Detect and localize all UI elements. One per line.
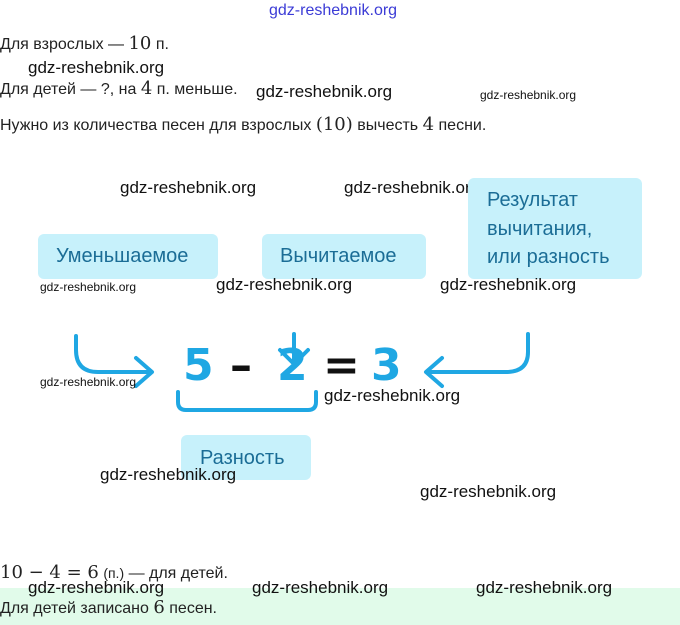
text: Для взрослых — [0, 36, 125, 53]
arrow-subtrahend-icon [278, 332, 310, 366]
watermark: gdz-reshebnik.org [344, 178, 481, 197]
result-number: 3 [371, 340, 402, 391]
result-label: вычитания, [487, 218, 593, 240]
minus-sign: – [230, 340, 252, 391]
math-value: 10 [128, 33, 152, 54]
text: п. меньше. [156, 81, 238, 98]
bracket-icon [176, 390, 318, 412]
equals-sign: = [323, 340, 360, 391]
arrow-minuend-icon [74, 334, 154, 388]
result-label: или разность [487, 246, 610, 268]
answer-line: Для детей записано 6 песен. [0, 597, 217, 618]
minuend-box: Уменьшаемое [38, 234, 218, 279]
text: п. [155, 36, 169, 53]
text: — для детей. [128, 565, 228, 582]
minuend-label: Уменьшаемое [56, 245, 189, 267]
text: песен. [169, 600, 217, 617]
math-expression: 10 − 4 = 6 [0, 562, 99, 583]
watermark: gdz-reshebnik.org [252, 578, 389, 597]
answer-band [0, 588, 680, 625]
watermark: gdz-reshebnik.org [100, 465, 237, 484]
text: Для детей — ?, на [0, 81, 137, 98]
arrow-result-icon [424, 332, 530, 388]
math-value: 4 [140, 78, 153, 99]
watermark: gdz-reshebnik.org [476, 578, 613, 597]
result-label: Результат [487, 189, 578, 211]
subtrahend-box: Вычитаемое [262, 234, 426, 279]
result-box: Результат вычитания, или разность [468, 178, 642, 279]
math-value: 4 [422, 114, 435, 135]
subtrahend-label: Вычитаемое [280, 245, 397, 267]
adults-line: Для взрослых — 10 п. [0, 33, 169, 54]
watermark: gdz-reshebnik.org [480, 88, 577, 102]
watermark: gdz-reshebnik.org [269, 2, 398, 19]
watermark: gdz-reshebnik.org [324, 386, 461, 405]
text: песни. [438, 117, 487, 134]
subtrahend-number: 2 [277, 340, 308, 391]
text: Нужно из количества песен для взрослых [0, 117, 312, 134]
difference-label: Разность [200, 447, 285, 469]
math-value: 6 [153, 597, 165, 618]
watermark: gdz-reshebnik.org [440, 275, 577, 294]
text: вычесть [357, 117, 419, 134]
math-value: (10) [315, 114, 353, 135]
watermark: gdz-reshebnik.org [40, 375, 137, 389]
watermark: gdz-reshebnik.org [120, 178, 257, 197]
watermark: gdz-reshebnik.org [28, 578, 165, 597]
solution-line: 10 − 4 = 6 (п.) — для детей. [0, 562, 228, 583]
difference-box: Разность [181, 435, 311, 480]
kids-line: Для детей — ?, на 4 п. меньше. [0, 78, 238, 99]
watermark: gdz-reshebnik.org [28, 58, 165, 77]
minuend-number: 5 [183, 340, 214, 391]
need-line: Нужно из количества песен для взрослых (… [0, 114, 486, 135]
text: Для детей записано [0, 600, 149, 617]
watermark: gdz-reshebnik.org [420, 482, 557, 501]
watermark: gdz-reshebnik.org [216, 275, 353, 294]
watermark: gdz-reshebnik.org [40, 280, 137, 294]
text: (п.) [103, 565, 125, 581]
watermark: gdz-reshebnik.org [256, 82, 393, 101]
